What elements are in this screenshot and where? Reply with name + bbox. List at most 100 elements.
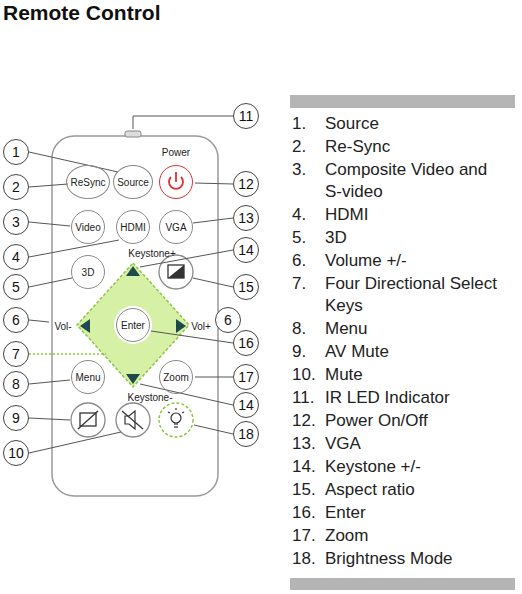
list-text: IR LED Indicator bbox=[325, 387, 515, 409]
button-label: Enter bbox=[121, 320, 145, 331]
list-text: Four Directional Select Keys bbox=[325, 273, 515, 317]
mute-button bbox=[116, 403, 150, 437]
callout-number: 14 bbox=[233, 237, 259, 263]
list-number: 2. bbox=[292, 136, 306, 158]
key-label: Keystone- bbox=[127, 392, 172, 403]
callout-number: 17 bbox=[233, 364, 259, 390]
callout-number: 14 bbox=[233, 392, 259, 418]
button: 3D bbox=[71, 255, 105, 289]
list-number: 14. bbox=[292, 456, 316, 478]
list-text: HDMI bbox=[325, 204, 515, 226]
list-text: Volume +/- bbox=[325, 250, 515, 272]
list-number: 11. bbox=[292, 387, 314, 409]
button-label: Zoom bbox=[163, 372, 189, 383]
key-label: Vol+ bbox=[191, 321, 211, 332]
list-text: Zoom bbox=[325, 525, 515, 547]
list-number: 3. bbox=[292, 159, 306, 181]
callout-number: 13 bbox=[233, 205, 259, 231]
list-number: 4. bbox=[292, 204, 306, 226]
list-text: 3D bbox=[325, 227, 515, 249]
callout-number: 11 bbox=[233, 103, 259, 129]
button: Enter bbox=[116, 308, 150, 342]
list-number: 10. bbox=[292, 364, 316, 386]
leader-lines bbox=[29, 116, 233, 453]
list-number: 5. bbox=[292, 227, 306, 249]
callout-number: 5 bbox=[3, 274, 29, 300]
key-label: Keystone+ bbox=[128, 248, 176, 259]
list-number: 16. bbox=[292, 502, 316, 524]
callout-number: 15 bbox=[233, 274, 259, 300]
avmute-icon bbox=[78, 411, 98, 429]
callout-number: 16 bbox=[233, 330, 259, 356]
power-icon bbox=[169, 172, 183, 189]
button: Power bbox=[159, 165, 193, 199]
button: Menu bbox=[71, 360, 105, 394]
callout-number: 10 bbox=[3, 440, 29, 466]
list-number: 6. bbox=[292, 250, 306, 272]
button: VGA bbox=[159, 210, 193, 244]
list-text: Source bbox=[325, 113, 515, 135]
arrow-down bbox=[126, 374, 140, 384]
list-text: Menu bbox=[325, 318, 515, 340]
list-text: Composite Video and S-video bbox=[325, 159, 495, 203]
list-number: 7. bbox=[292, 273, 306, 295]
arrow-up bbox=[126, 266, 140, 276]
arrow-left bbox=[80, 319, 90, 333]
callout-number: 9 bbox=[3, 405, 29, 431]
button-caption: Power bbox=[162, 147, 190, 158]
button-label: Source bbox=[117, 177, 149, 188]
button-label: 3D bbox=[82, 267, 95, 278]
list-text: VGA bbox=[325, 433, 515, 455]
list-text: Aspect ratio bbox=[325, 479, 515, 501]
callout-number: 7 bbox=[3, 341, 29, 367]
button-label: Menu bbox=[75, 372, 100, 383]
enter-ground bbox=[114, 306, 152, 344]
arrow-right bbox=[176, 319, 186, 333]
list-text: Keystone +/- bbox=[325, 456, 515, 478]
list-text: Enter bbox=[325, 502, 515, 524]
callout-number: 6 bbox=[3, 307, 29, 333]
callout-number: 8 bbox=[3, 371, 29, 397]
list-bar bbox=[290, 95, 515, 108]
list-number: 13. bbox=[292, 433, 316, 455]
key-label: Vol- bbox=[54, 321, 71, 332]
button-label: Video bbox=[75, 222, 100, 233]
list-number: 8. bbox=[292, 318, 306, 340]
list-number: 1. bbox=[292, 113, 306, 135]
button: HDMI bbox=[116, 210, 150, 244]
button: Zoom bbox=[159, 360, 193, 394]
mute-icon bbox=[122, 411, 143, 429]
list-text: Brightness Mode bbox=[325, 548, 515, 570]
callout-number: 6 bbox=[215, 307, 241, 333]
callout-number: 18 bbox=[233, 421, 259, 447]
list-text: Power On/Off bbox=[325, 410, 515, 432]
button-label: HDMI bbox=[120, 222, 146, 233]
list-text: AV Mute bbox=[325, 341, 515, 363]
list-text: Re-Sync bbox=[325, 136, 515, 158]
aspect-icon bbox=[168, 265, 184, 278]
page-title: Remote Control bbox=[3, 1, 161, 25]
list-number: 9. bbox=[292, 341, 306, 363]
ir-led bbox=[125, 131, 141, 137]
button-label: ReSync bbox=[70, 177, 105, 188]
list-number: 15. bbox=[292, 479, 316, 501]
callout-number: 4 bbox=[3, 244, 29, 270]
list-text: Mute bbox=[325, 364, 515, 386]
callout-number: 1 bbox=[3, 139, 29, 165]
brightness-icon bbox=[168, 408, 184, 427]
callout-number: 2 bbox=[3, 174, 29, 200]
button: Source bbox=[113, 165, 153, 199]
brightness-button bbox=[159, 403, 193, 437]
list-number: 18. bbox=[292, 548, 316, 570]
list-bar bbox=[290, 578, 515, 590]
button: Video bbox=[71, 210, 105, 244]
mute-icon bbox=[125, 411, 135, 429]
callout-number: 12 bbox=[233, 171, 259, 197]
list-number: 17. bbox=[292, 525, 316, 547]
list-number: 12. bbox=[292, 410, 316, 432]
button: ReSync bbox=[66, 165, 110, 199]
avmute-button bbox=[71, 403, 105, 437]
